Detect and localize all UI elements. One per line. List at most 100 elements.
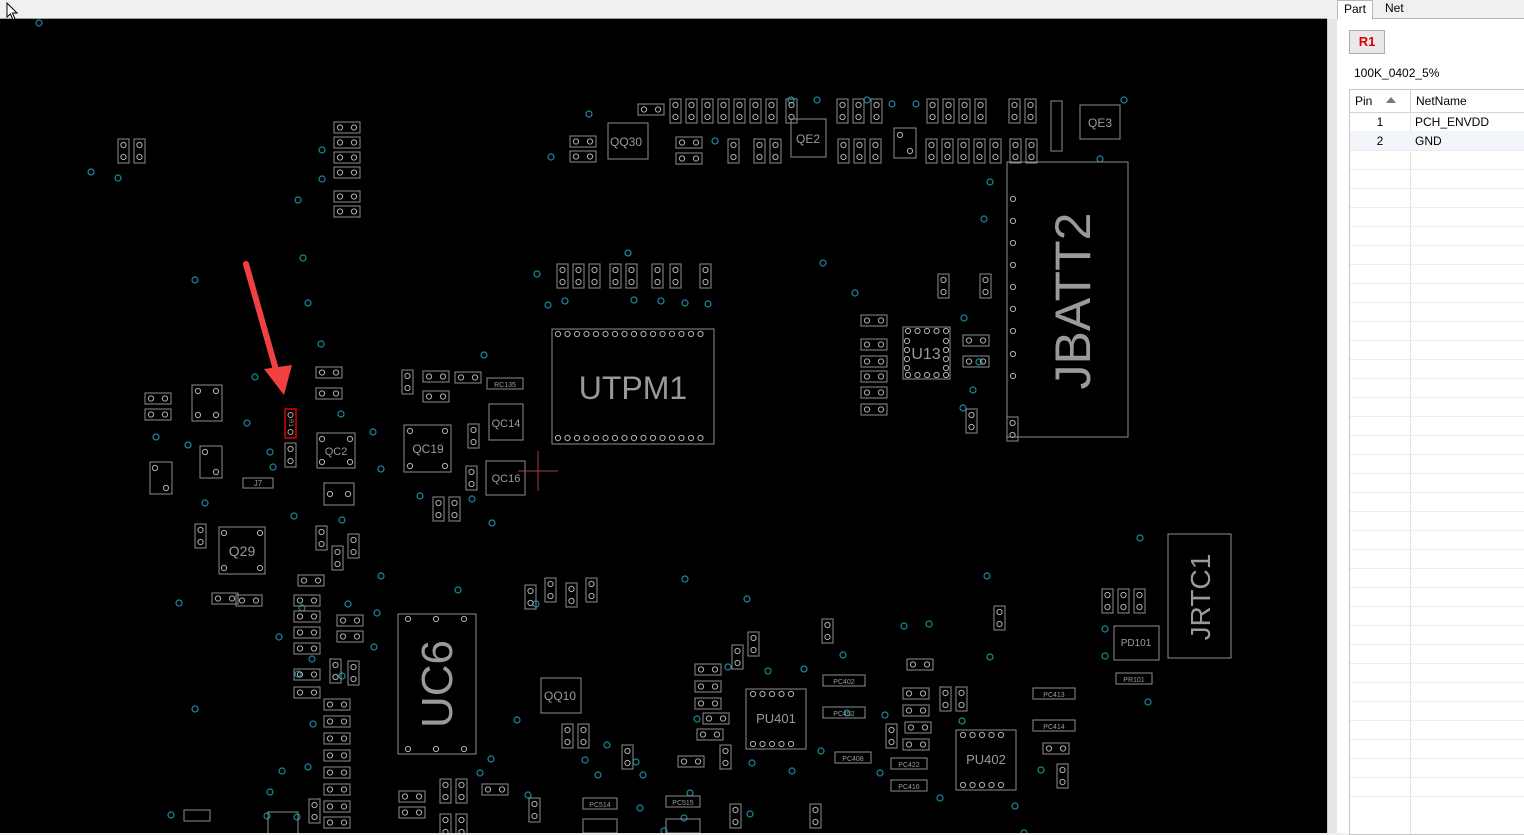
pad: [339, 633, 347, 640]
column-header-pin[interactable]: Pin: [1350, 90, 1411, 112]
table-row[interactable]: [1350, 606, 1524, 626]
component-qc2[interactable]: QC2: [316, 432, 356, 469]
column-header-netname[interactable]: NetName: [1416, 94, 1467, 108]
pad: [318, 435, 326, 443]
component-pr101[interactable]: PR101: [1115, 672, 1153, 685]
component-qc16[interactable]: QC16: [485, 460, 526, 496]
pad: [435, 511, 442, 519]
pad: [1009, 350, 1017, 358]
component-pc514[interactable]: PC514: [582, 797, 618, 810]
component-utpm1[interactable]: UTPM1: [551, 328, 715, 445]
table-row[interactable]: [1350, 302, 1524, 322]
pad: [719, 715, 727, 722]
pad: [415, 793, 423, 800]
component-uc6[interactable]: UC6: [397, 613, 477, 755]
table-row[interactable]: [1350, 169, 1524, 189]
table-row[interactable]: [1350, 245, 1524, 265]
table-row[interactable]: [1350, 435, 1524, 455]
component-pc413[interactable]: PC413: [1032, 687, 1076, 700]
pad: [982, 288, 989, 296]
pad: [877, 406, 885, 413]
tab-part[interactable]: Part: [1337, 0, 1374, 20]
component-qe2[interactable]: QE2: [790, 118, 827, 158]
table-row[interactable]: [1350, 644, 1524, 664]
via: [243, 419, 251, 427]
component-pd101[interactable]: PD101: [1113, 625, 1160, 661]
footprint-outline: [422, 370, 450, 383]
table-row[interactable]: [1350, 663, 1524, 683]
table-row[interactable]: [1350, 511, 1524, 531]
component-jbatt2[interactable]: JBATT2: [1006, 161, 1129, 438]
via: [191, 705, 199, 713]
pad: [668, 330, 676, 338]
component-pc416[interactable]: PC416: [890, 779, 928, 792]
component-pc414[interactable]: PC414: [1032, 719, 1076, 732]
table-row[interactable]: [1350, 777, 1524, 797]
component-qq10[interactable]: QQ10: [540, 677, 582, 714]
component-pc515[interactable]: PC515: [665, 795, 701, 808]
footprint-outline: [439, 778, 452, 804]
table-row[interactable]: [1350, 682, 1524, 702]
component-pu401[interactable]: PU401: [745, 688, 807, 750]
component-pc402[interactable]: PC402: [822, 674, 866, 687]
table-row[interactable]: [1350, 568, 1524, 588]
component-pc452[interactable]: PC452: [822, 706, 866, 719]
pad: [547, 592, 554, 600]
table-row[interactable]: [1350, 150, 1524, 170]
component-j7[interactable]: J7: [242, 477, 274, 489]
part-name-button[interactable]: R1: [1349, 30, 1385, 54]
table-row[interactable]: [1350, 264, 1524, 284]
footprint-outline: [347, 533, 360, 559]
table-row[interactable]: [1350, 454, 1524, 474]
board-vertical-scrollbar[interactable]: [1327, 19, 1338, 833]
component-q29[interactable]: Q29: [218, 526, 266, 575]
table-row[interactable]: [1350, 321, 1524, 341]
component-u13[interactable]: U13: [902, 326, 951, 380]
table-row[interactable]: [1350, 378, 1524, 398]
pad: [976, 141, 983, 149]
component-pc408[interactable]: PC408: [834, 751, 872, 764]
table-row[interactable]: [1350, 625, 1524, 645]
table-row[interactable]: [1350, 207, 1524, 227]
table-row[interactable]: [1350, 416, 1524, 436]
component-qc19[interactable]: QC19: [403, 424, 452, 473]
table-row[interactable]: [1350, 359, 1524, 379]
component-pc422[interactable]: PC422: [890, 757, 928, 770]
table-row[interactable]: [1350, 549, 1524, 569]
svg-text:QC16: QC16: [492, 473, 521, 485]
pcb-board-view[interactable]: JBATT2 UTPM1 UC6 JRTC1 QC19 QC14 QC16: [0, 19, 1327, 833]
table-row[interactable]: [1350, 530, 1524, 550]
component-r1-highlighted[interactable]: R1: [284, 408, 297, 439]
table-row[interactable]: [1350, 340, 1524, 360]
footprint-outline: [665, 818, 701, 833]
component-pu402[interactable]: PU402: [955, 729, 1017, 791]
pad: [979, 337, 987, 344]
table-row[interactable]: [1350, 226, 1524, 246]
component-qe3[interactable]: QE3: [1079, 104, 1121, 140]
table-row[interactable]: [1350, 397, 1524, 417]
table-row[interactable]: [1350, 188, 1524, 208]
table-row[interactable]: [1350, 473, 1524, 493]
table-row[interactable]: [1350, 587, 1524, 607]
component-rc135[interactable]: RC135: [486, 377, 524, 390]
pad: [406, 427, 414, 435]
table-row[interactable]: [1350, 701, 1524, 721]
pcb-canvas[interactable]: JBATT2 UTPM1 UC6 JRTC1 QC19 QC14 QC16: [0, 19, 1327, 833]
table-row[interactable]: [1350, 758, 1524, 778]
pad: [649, 330, 657, 338]
tab-net[interactable]: Net: [1385, 1, 1404, 15]
footprint-outline: [1101, 588, 1114, 614]
component-jrtc1[interactable]: JRTC1: [1167, 533, 1232, 659]
table-row[interactable]: [1350, 283, 1524, 303]
footprint-outline: [769, 138, 782, 164]
component-qc14[interactable]: QC14: [488, 403, 524, 441]
table-row[interactable]: [1350, 739, 1524, 759]
table-row[interactable]: [1350, 492, 1524, 512]
component-qq30[interactable]: QQ30: [607, 122, 649, 160]
pad: [1009, 217, 1017, 225]
table-row[interactable]: [1350, 720, 1524, 740]
pad: [732, 806, 739, 814]
via: [925, 620, 933, 628]
